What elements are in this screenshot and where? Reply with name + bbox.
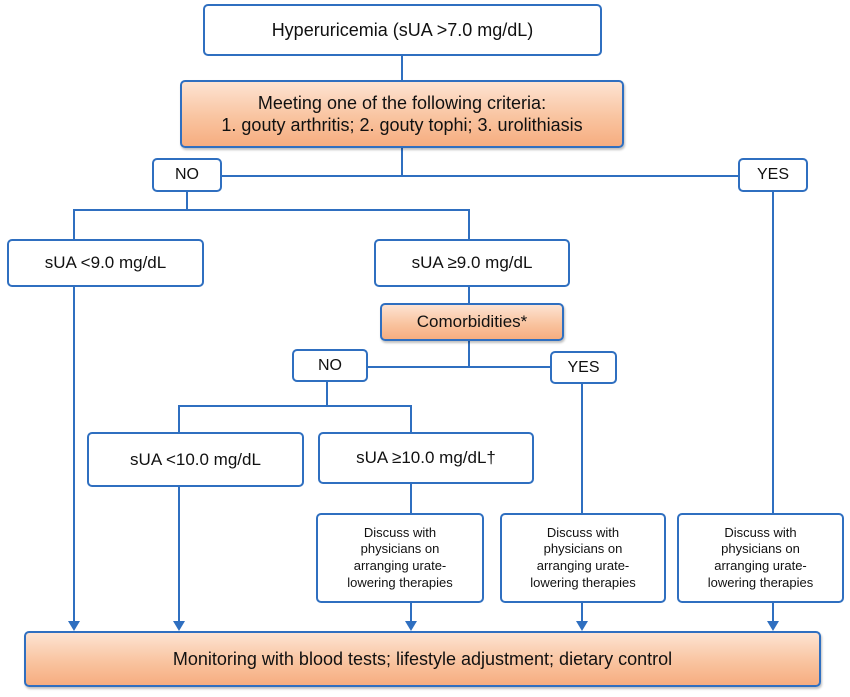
discuss-line: physicians on [543,541,623,557]
arrow-shaft [178,487,180,621]
connector [368,366,550,368]
discuss-line: physicians on [721,541,800,557]
discuss-line: Discuss with [546,524,620,540]
arrow-shaft [73,287,75,621]
connector [178,405,180,432]
connector [186,192,188,210]
connector [468,287,470,303]
sua-ge10-box: sUA ≥10.0 mg/dL† [318,432,534,484]
sua-lt10-box: sUA <10.0 mg/dL [87,432,304,487]
discuss-line: physicians on [360,541,440,557]
hyperuricemia-box: Hyperuricemia (sUA >7.0 mg/dL) [203,4,602,56]
connector [178,405,412,407]
sua-lt9-label: sUA <9.0 mg/dL [44,253,167,273]
arrowhead [405,621,417,631]
arrowhead [767,621,779,631]
connector [468,341,470,367]
arrow-shaft [410,603,412,621]
no-top-label: NO [175,166,199,183]
criteria-line-1: Meeting one of the following criteria: [257,92,547,113]
discuss-line: arranging urate- [536,558,630,573]
connector [326,382,328,406]
discuss-line: lowering therapies [530,574,636,590]
hyperuricemia-label: Hyperuricemia (sUA >7.0 mg/dL) [271,19,534,40]
discuss-line: Discuss with [724,524,797,540]
discuss-line: lowering therapies [347,574,453,590]
arrowhead [173,621,185,631]
connector [222,175,738,177]
no-mid-box: NO [292,349,368,382]
yes-mid-box: YES [550,351,617,384]
sua-ge9-label: sUA ≥9.0 mg/dL [411,253,533,273]
sua-lt10-label: sUA <10.0 mg/dL [130,449,261,469]
discuss-box-1: Discuss with physicians on arranging ura… [316,513,484,603]
connector [73,209,75,239]
yes-top-label: YES [756,166,789,183]
arrowhead [576,621,588,631]
criteria-box: Meeting one of the following criteria: 1… [180,80,624,148]
discuss-line: lowering therapies [707,574,814,590]
discuss-box-3: Discuss with physicians on arranging ura… [677,513,844,603]
connector [410,405,412,432]
yes-mid-label: YES [567,358,600,376]
discuss-line: arranging urate- [714,558,807,573]
no-top-box: NO [152,158,222,192]
monitoring-label: Monitoring with blood tests; lifestyle a… [172,648,673,669]
comorbidities-label: Comorbidities* [416,312,528,332]
arrow-shaft [581,384,583,513]
connector [468,209,470,239]
arrowhead [68,621,80,631]
discuss-line: Discuss with [363,524,437,540]
yes-top-box: YES [738,158,808,192]
discuss-box-2: Discuss with physicians on arranging ura… [500,513,666,603]
arrow-shaft [581,603,583,621]
no-mid-label: NO [318,356,342,374]
arrow-shaft [410,484,412,513]
connector [73,209,469,211]
comorbidities-box: Comorbidities* [380,303,564,341]
connector [401,148,403,176]
discuss-line: arranging urate- [353,558,447,573]
connector [401,56,403,80]
sua-ge9-box: sUA ≥9.0 mg/dL [374,239,570,287]
arrow-shaft [772,603,774,621]
arrow-shaft [772,192,774,513]
sua-lt9-box: sUA <9.0 mg/dL [7,239,204,287]
sua-ge10-label: sUA ≥10.0 mg/dL† [356,448,496,468]
criteria-line-2: 1. gouty arthritis; 2. gouty tophi; 3. u… [221,115,583,135]
monitoring-box: Monitoring with blood tests; lifestyle a… [24,631,821,687]
